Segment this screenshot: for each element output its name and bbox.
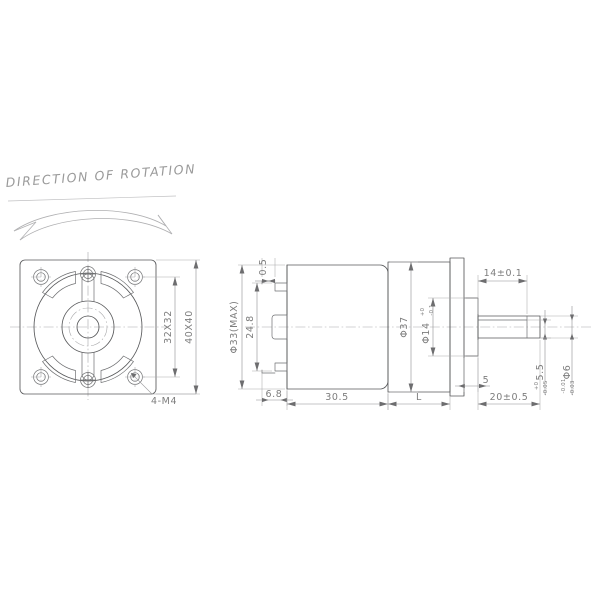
dim-L-label: L (416, 392, 422, 403)
dim-shaft-flat-height: 5.5 +0 -0.05 (527, 310, 551, 395)
dim-gearbox-length: L (387, 392, 451, 410)
dim-terminal-offset: 6.8 (256, 373, 293, 406)
dim-14pm0point1-label: 14±0.1 (484, 268, 523, 279)
mounting-hole-top-right (125, 267, 145, 287)
dim-motor-length: 30.5 (286, 391, 389, 410)
dim-6point8-label: 6.8 (266, 389, 283, 400)
front-view-group: 4-M4 32X32 40X40 (10, 252, 200, 407)
dim-shaft-length: 20±0.5 (477, 340, 541, 410)
mounting-hole-top-left (31, 267, 51, 287)
dim-pilot-boss-height: 5 (455, 358, 490, 392)
pilot-screw-top (80, 266, 96, 282)
dim-30point5-label: 30.5 (325, 392, 349, 403)
dim-5point5-label: 5.5 (535, 364, 546, 381)
thread-callout-leader (130, 372, 196, 395)
flange-slots (42, 271, 134, 383)
dim-5point5-tol-upper: +0 (534, 381, 540, 390)
dim-shaft-dia: Φ6 -0.01 -0.03 (540, 306, 578, 395)
title-underline (7, 195, 177, 202)
endcap-boss (271, 314, 288, 340)
center-bore-circle (76, 315, 100, 339)
dim-phi14-tol-lower: -0.1 (429, 304, 435, 316)
hub-circle (61, 300, 115, 354)
pilot-screw-bottom (80, 372, 96, 388)
bolt-circle-centerline (68, 307, 108, 347)
dim-gearbox-dia: Φ37 (390, 261, 418, 393)
dim-40x40-label: 40X40 (184, 310, 195, 344)
terminal-tab-lower (274, 362, 288, 372)
direction-of-rotation-label: DIRECTION OF ROTATION (5, 161, 196, 190)
dim-terminal-span: 24.8 (245, 282, 272, 372)
dim-phi6-tol-upper: -0.01 (561, 378, 567, 393)
slot-upper-left (42, 271, 76, 299)
dim-shaft-flat-length: 14±0.1 (477, 268, 528, 314)
dim-5point5-tol-lower: -0.05 (543, 380, 549, 395)
dim-terminal-thickness: 0.5 (255, 258, 276, 284)
slot-lower-left (42, 355, 76, 383)
dim-phi33max-label: Φ33(MAX) (229, 301, 240, 354)
direction-of-rotation-annotation: DIRECTION OF ROTATION (5, 161, 197, 241)
gearbox-flange-plate (449, 257, 465, 397)
dim-24point8-label: 24.8 (245, 315, 256, 339)
dim-phi37-label: Φ37 (399, 316, 410, 337)
flange-square-outline (19, 259, 157, 395)
side-view-group: 0.5 24.8 Φ33(MAX) (229, 257, 592, 410)
slot-upper-right (100, 271, 134, 299)
dim-phi14-label: Φ14 (421, 322, 432, 343)
dim-32x32-label: 32X32 (163, 310, 174, 344)
mounting-hole-bottom-left (31, 367, 51, 387)
thread-callout-label: 4-M4 (151, 396, 177, 407)
rotation-arrow-icon (13, 209, 173, 241)
dim-0point5-label: 0.5 (258, 259, 269, 276)
dim-flange-square: 40X40 (156, 259, 200, 395)
dim-bolt-circle-square: 32X32 (142, 276, 180, 378)
dim-phi14-tol-upper: +0 (420, 307, 426, 316)
dim-phi6-tol-lower: -0.03 (570, 380, 576, 395)
slot-lower-right (100, 355, 134, 383)
dim-phi6-label: Φ6 (562, 365, 573, 380)
dim-pilot-boss-dia: Φ14 +0 -0.1 (420, 297, 466, 357)
dim-5-label: 5 (483, 375, 490, 386)
dim-motor-body-dia: Φ33(MAX) (229, 264, 285, 390)
terminal-tab-upper (274, 282, 288, 292)
dim-20pm0point5-label: 20±0.5 (490, 392, 529, 403)
